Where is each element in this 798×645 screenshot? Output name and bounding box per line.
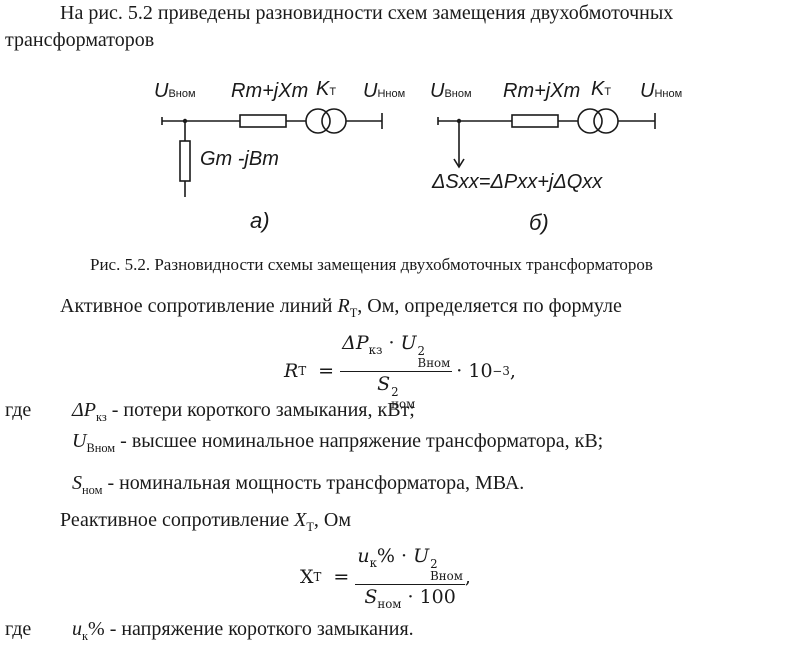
where-label-1: где [5, 399, 32, 421]
circuit-a-u-low-label: UНном [363, 80, 406, 102]
where-label-2: где [5, 618, 32, 640]
intro-line-1: На рис. 5.2 приведены разновидности схем… [60, 2, 674, 24]
active-resistance-paragraph: Активное сопротивление линий RТ, Ом, опр… [60, 295, 622, 320]
reactive-resistance-paragraph: Реактивное сопротивление XТ, Ом [60, 509, 352, 534]
figure-caption: Рис. 5.2. Разновидности схемы замещения … [90, 255, 653, 274]
circuit-b-caption: б) [529, 210, 549, 235]
circuit-b-transformer-label: KТ [591, 78, 612, 100]
circuit-a-transformer-coil-1 [305, 108, 331, 134]
circuit-a-transformer-coil-2 [321, 108, 347, 134]
circuit-b-load-arrow-head [453, 158, 465, 169]
circuit-b-node [456, 118, 462, 124]
where1-item-s-nom: Sном - номинальная мощность трансформато… [72, 472, 525, 497]
circuit-a-node [182, 118, 188, 124]
circuit-a-caption: а) [250, 208, 270, 233]
formula-x-denominator: Sном · 100 [364, 585, 456, 611]
intro-line-2: трансформаторов [5, 29, 155, 51]
circuit-b-losses-label: ΔSхх=ΔPхх+jΔQхх [432, 171, 603, 193]
equivalent-circuit-diagrams [161, 108, 656, 197]
where2-item-uk: uк% - напряжение короткого замыкания. [72, 618, 414, 643]
circuit-b-impedance-resistor [511, 114, 559, 128]
where1-item-delta-p: ΔPкз - потери короткого замыкания, кВт; [72, 399, 415, 424]
circuit-a-shunt-label: Gт -jBт [200, 148, 279, 170]
circuit-b [437, 108, 656, 169]
circuit-b-transformer-coil-2 [593, 108, 619, 134]
circuit-a [161, 108, 383, 197]
circuit-a-shunt-resistor [179, 140, 191, 182]
circuit-b-transformer-coil-1 [577, 108, 603, 134]
circuit-b-u-low-label: UНном [640, 80, 683, 102]
where1-item-u-vnom: UВном - высшее номинальное напряжение тр… [72, 430, 604, 455]
circuit-a-u-high-label: UВном [154, 80, 196, 102]
circuit-a-impedance-label: Rт+jXт [231, 80, 309, 102]
circuit-a-impedance-resistor [239, 114, 287, 128]
circuit-a-transformer-label: KТ [316, 78, 337, 100]
circuit-b-u-high-label: UВном [430, 80, 472, 102]
circuit-b-impedance-label: Rт+jXт [503, 80, 581, 102]
